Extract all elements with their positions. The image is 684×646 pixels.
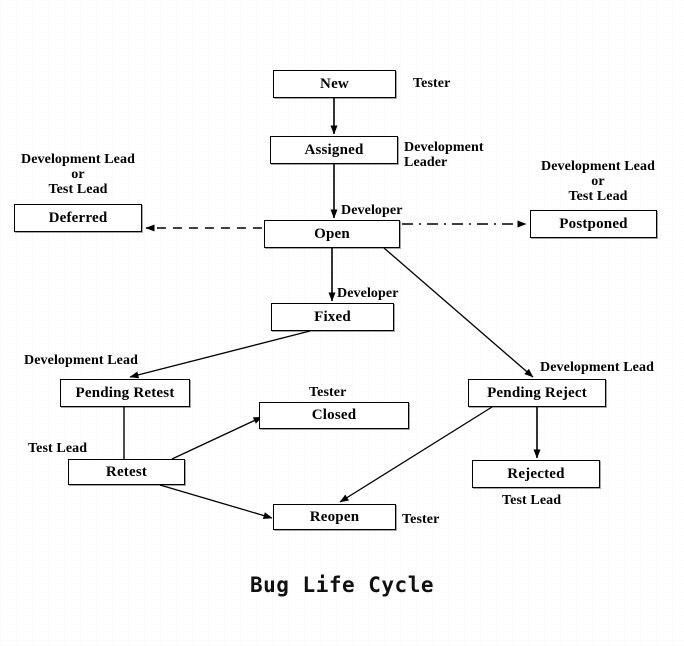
- role-developer-open: Developer: [341, 203, 403, 218]
- node-assigned-label: Assigned: [304, 141, 364, 158]
- node-new-label: New: [320, 75, 349, 92]
- node-closed[interactable]: Closed: [259, 402, 409, 429]
- role-deferred-owner: Development Lead or Test Lead: [21, 152, 135, 197]
- role-development-leader: Development Leader: [404, 140, 484, 170]
- edge-open-pending-reject: [383, 247, 534, 378]
- node-retest[interactable]: Retest: [68, 459, 185, 485]
- node-assigned[interactable]: Assigned: [270, 136, 398, 164]
- role-tester-closed: Tester: [309, 385, 347, 400]
- node-open-label: Open: [314, 225, 350, 242]
- node-open[interactable]: Open: [264, 220, 400, 248]
- edge-retest-closed: [171, 416, 263, 460]
- role-test-lead-rejected: Test Lead: [502, 493, 562, 508]
- node-pending-retest-label: Pending Retest: [75, 384, 175, 401]
- role-developer-fixed: Developer: [337, 286, 399, 301]
- role-test-lead-retest: Test Lead: [28, 441, 88, 456]
- role-dev-lead-pending-reject: Development Lead: [540, 360, 654, 375]
- role-tester-reopen: Tester: [402, 512, 440, 527]
- role-tester-new: Tester: [413, 76, 451, 91]
- role-dev-lead-pending-retest: Development Lead: [24, 353, 138, 368]
- node-closed-label: Closed: [311, 407, 357, 423]
- node-rejected[interactable]: Rejected: [472, 460, 600, 488]
- role-postponed-owner: Development Lead or Test Lead: [541, 159, 655, 204]
- node-rejected-label: Rejected: [507, 465, 565, 482]
- node-postponed[interactable]: Postponed: [530, 210, 657, 238]
- node-deferred[interactable]: Deferred: [14, 204, 142, 232]
- node-pending-reject[interactable]: Pending Reject: [468, 379, 606, 407]
- node-retest-label: Retest: [105, 463, 148, 480]
- edge-fixed-pending-retest: [129, 330, 311, 379]
- node-reopen-label: Reopen: [309, 508, 360, 525]
- node-deferred-label: Deferred: [48, 209, 108, 226]
- node-pending-retest[interactable]: Pending Retest: [60, 379, 190, 407]
- node-fixed[interactable]: Fixed: [271, 303, 394, 331]
- node-pending-reject-label: Pending Reject: [487, 384, 587, 401]
- node-fixed-label: Fixed: [314, 308, 351, 325]
- node-reopen[interactable]: Reopen: [273, 504, 396, 530]
- edge-retest-reopen: [159, 484, 273, 519]
- node-postponed-label: Postponed: [559, 215, 628, 232]
- node-new[interactable]: New: [273, 70, 396, 98]
- diagram-title: Bug Life Cycle: [249, 573, 434, 597]
